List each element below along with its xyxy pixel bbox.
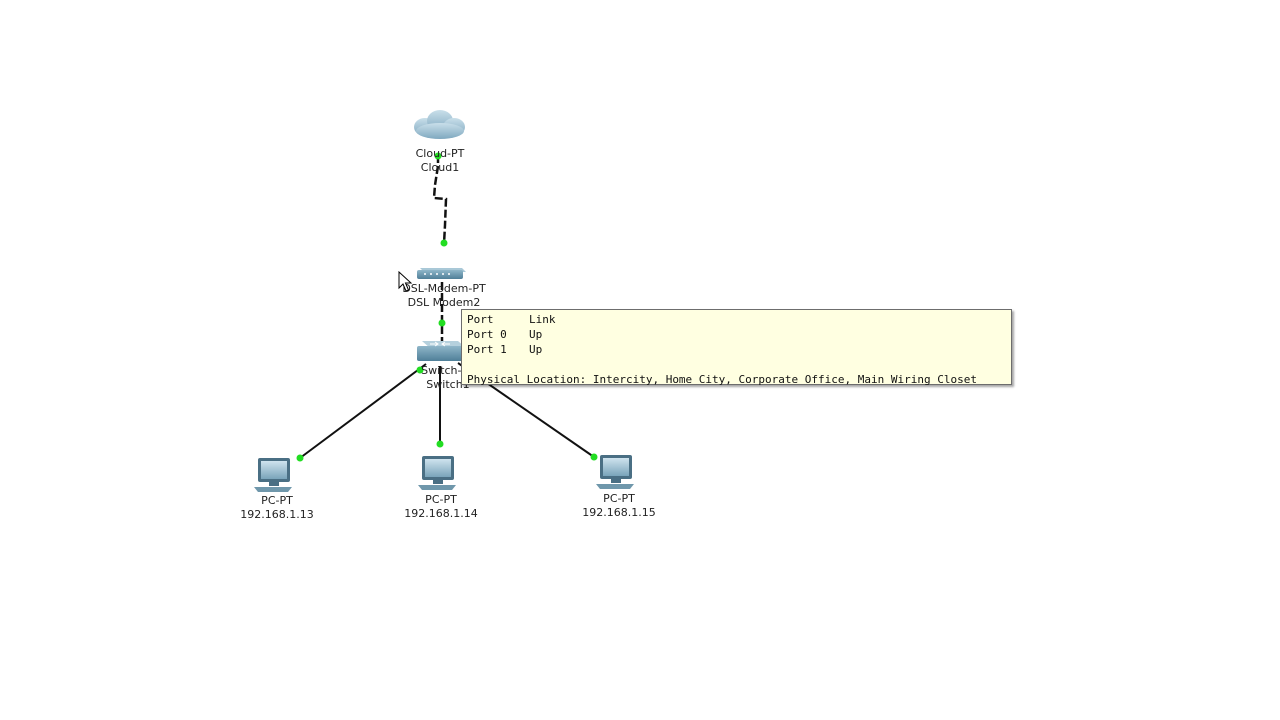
tooltip-spacer [467,357,1006,372]
tooltip-header-row: Port Link [467,312,1006,327]
cloud-type: Cloud-PT [415,147,465,160]
cable-switch-pc1[interactable] [299,363,427,459]
pc-icon[interactable] [596,455,634,489]
link-light-cloud [434,152,442,160]
modem-label: DSL-Modem-PT DSL Modem2 [402,282,485,310]
cloud-icon[interactable] [414,110,465,139]
cable-cloud-modem[interactable] [432,155,448,245]
tooltip-location-row: Physical Location: Intercity, Home City,… [467,372,1006,387]
device-info-tooltip: Port Link Port 0 Up Port 1 Up Physical Loca… [461,309,1012,387]
pc-name: 192.168.1.15 [582,506,656,519]
switch-name: Switch1 [426,378,470,391]
pc-label: PC-PT 192.168.1.13 [240,494,313,522]
modem-type: DSL-Modem-PT [402,282,486,295]
tooltip-port-name: Port 0 [467,328,507,341]
tooltip-port-header: Port [467,313,494,326]
tooltip-port-status: Up [529,343,543,356]
tooltip-port-row: Port 1 Up [467,342,1006,357]
pc-name: 192.168.1.13 [240,508,314,521]
pc-name: 192.168.1.14 [404,507,478,520]
pc-icon[interactable] [418,456,456,490]
tooltip-port-status: Up [529,328,543,341]
pc-type: PC-PT [603,492,635,505]
link-light-pc3 [590,453,598,461]
link-light-modem-top [440,239,448,247]
cloud-name: Cloud1 [420,161,460,174]
tooltip-location-label: Physical Location: [467,373,587,386]
tooltip-link-header: Link [529,313,556,326]
pc-type: PC-PT [261,494,293,507]
tooltip-port-row: Port 0 Up [467,327,1006,342]
dsl-modem-icon[interactable] [417,268,466,279]
pc-label: PC-PT 192.168.1.15 [582,492,655,520]
cloud-label: Cloud-PT Cloud1 [416,147,465,175]
mouse-cursor-icon [398,271,412,292]
link-light-modem-bottom [438,319,446,327]
link-light-switch-left [416,366,424,374]
pc-icon[interactable] [254,458,292,492]
pc-label: PC-PT 192.168.1.14 [404,493,477,521]
tooltip-port-name: Port 1 [467,343,507,356]
modem-name: DSL Modem2 [407,296,481,309]
pc-type: PC-PT [425,493,457,506]
tooltip-location-value: Intercity, Home City, Corporate Office, … [592,373,977,386]
switch-icon[interactable] [417,341,466,361]
link-light-pc1 [296,454,304,462]
link-light-pc2 [436,440,444,448]
